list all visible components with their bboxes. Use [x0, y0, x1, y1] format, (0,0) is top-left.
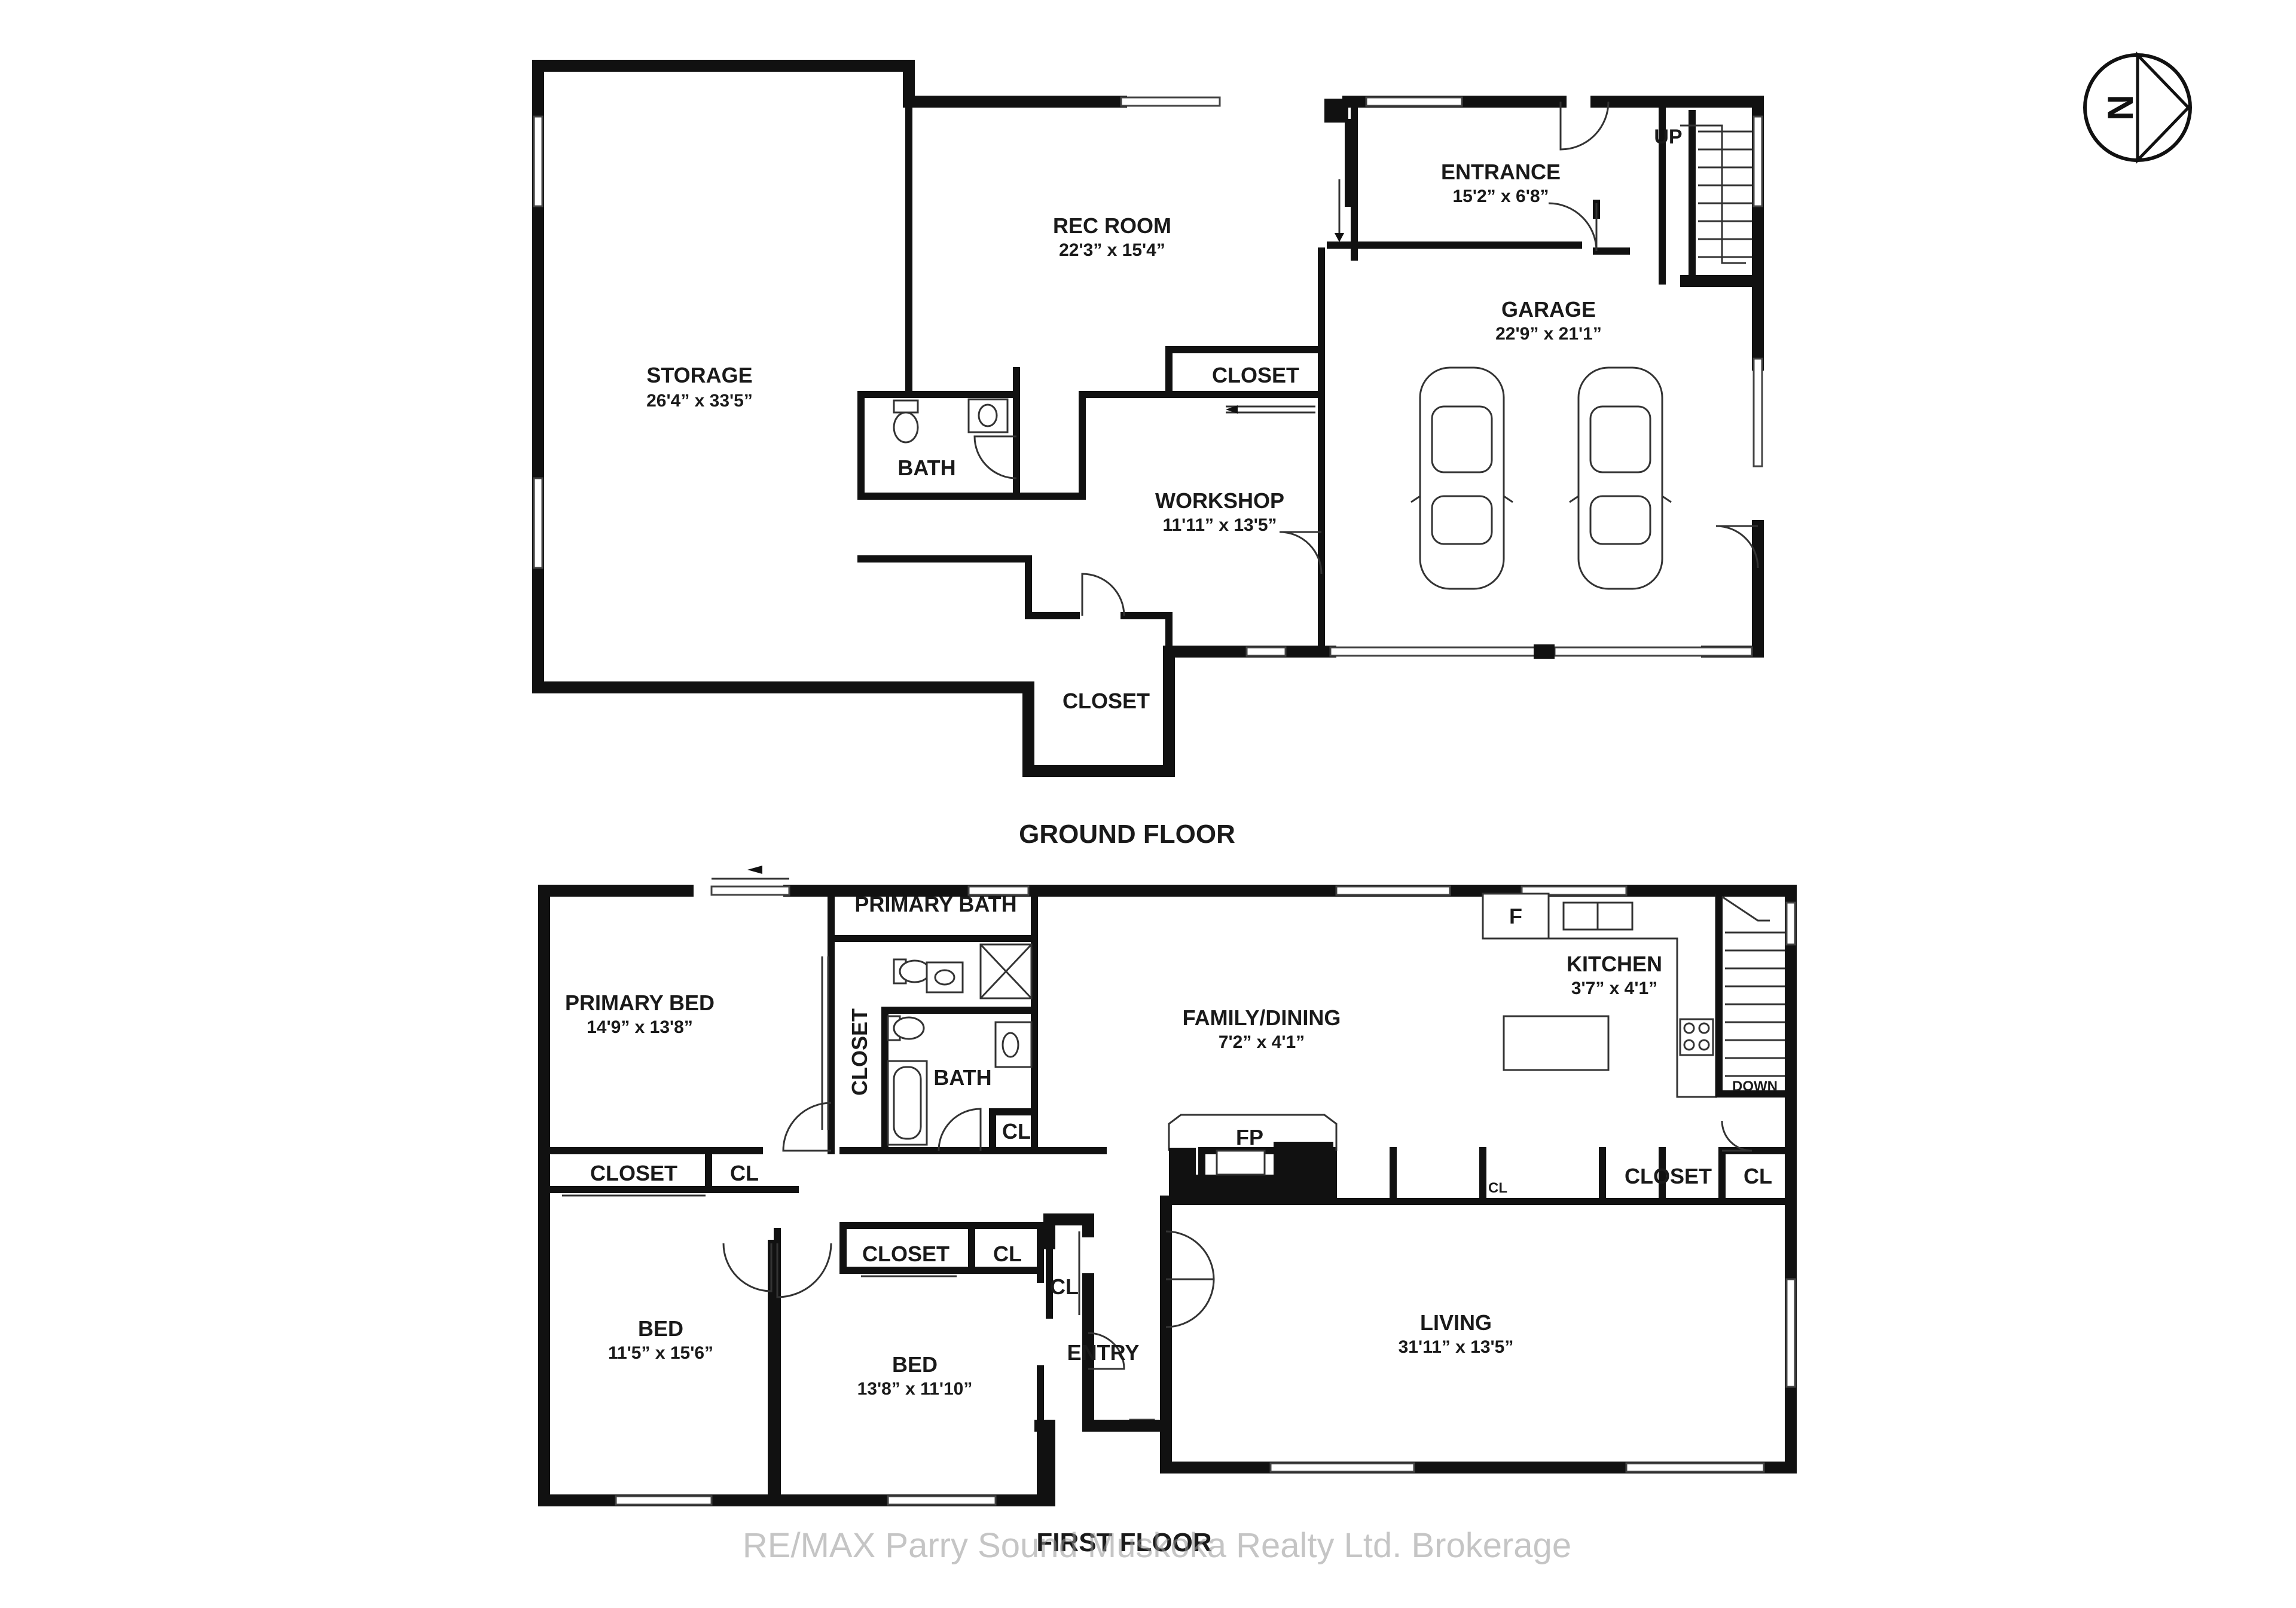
room-name-bed-left: BED — [638, 1316, 683, 1341]
car-icon — [1569, 366, 1672, 590]
room-dim-rec-room: 22'3” x 15'4” — [1059, 240, 1165, 260]
room-dim-workshop: 11'11” x 13'5” — [1162, 515, 1277, 535]
door-swing-icon — [1548, 202, 1598, 252]
room-name-bath-ground: BATH — [897, 456, 955, 480]
door-swing-icon — [1715, 525, 1759, 568]
fireplace-label: FP — [1236, 1125, 1263, 1150]
sink-icon — [926, 961, 964, 993]
watermark: RE/MAX Parry Sound Muskoka Realty Ltd. B… — [743, 1526, 1571, 1565]
room-dim-living: 31'11” x 13'5” — [1399, 1337, 1514, 1357]
stove-icon — [1679, 1018, 1714, 1056]
stairs-up-label: UP — [1654, 126, 1682, 148]
stairs-down-label: DOWN — [1732, 1078, 1778, 1095]
room-dim-kitchen: 3'7” x 4'1” — [1571, 979, 1657, 998]
room-name-garage: GARAGE — [1501, 297, 1596, 322]
north-arrow-icon: N — [2083, 51, 2192, 164]
first-floor-plan: PRIMARY BATH PRIMARY BED 14'9” x 13'8” C… — [538, 866, 1797, 1557]
door-swing-icon — [1165, 1230, 1215, 1280]
compass-letter: N — [2100, 94, 2141, 120]
door-swing-icon — [1559, 101, 1610, 151]
room-name-primary-bed: PRIMARY BED — [565, 991, 715, 1015]
sink-icon — [1562, 901, 1634, 931]
room-name-workshop: WORKSHOP — [1155, 488, 1284, 513]
room-name-closet-mid: CLOSET — [862, 1242, 949, 1266]
car-icon — [1410, 366, 1513, 590]
room-dim-garage: 22'9” x 21'1” — [1495, 324, 1602, 344]
room-name-closet-primary: CLOSET — [847, 1008, 872, 1096]
first-floor-label: FIRST FLOOR — [1036, 1528, 1211, 1557]
room-name-cl-entry: CL — [1050, 1274, 1079, 1299]
door-swing-icon — [1721, 1120, 1752, 1152]
room-name-cl-bath: CL — [1002, 1119, 1031, 1144]
room-name-closet-lower: CLOSET — [1062, 689, 1150, 713]
door-swing-icon — [938, 1108, 982, 1151]
room-name-closet-upper: CLOSET — [1212, 363, 1299, 387]
room-name-living: LIVING — [1420, 1310, 1492, 1335]
room-name-bed-mid: BED — [892, 1352, 938, 1377]
kitchen-counter — [1482, 892, 1717, 1098]
room-dim-bed-mid: 13'8” x 11'10” — [857, 1379, 973, 1399]
bathtub-icon — [887, 1060, 928, 1146]
room-dim-primary-bed: 14'9” x 13'8” — [587, 1017, 693, 1037]
door-swing-icon — [1081, 573, 1125, 616]
stairs-first-icon — [1721, 895, 1785, 1077]
door-swing-icon — [1165, 1278, 1215, 1328]
room-dim-family-dining: 7'2” x 4'1” — [1219, 1032, 1305, 1052]
room-name-closet-left: CLOSET — [590, 1161, 677, 1185]
room-name-rec-room: REC ROOM — [1053, 213, 1171, 238]
room-name-bath-first: BATH — [933, 1065, 991, 1090]
stairs-ground-icon — [1680, 124, 1752, 264]
room-name-cl-family: CL — [1488, 1180, 1507, 1196]
room-name-kitchen: KITCHEN — [1567, 952, 1662, 976]
room-name-entry: ENTRY — [1067, 1340, 1140, 1365]
toilet-icon — [887, 1015, 925, 1041]
fireplace-icon — [1169, 1142, 1333, 1202]
room-dim-storage: 26'4” x 33'5” — [646, 391, 753, 411]
room-name-cl-left: CL — [730, 1161, 759, 1185]
fridge-label: F — [1509, 904, 1522, 928]
shower-icon — [979, 943, 1033, 999]
door-swing-icon — [1088, 1332, 1125, 1370]
room-name-cl-mid: CL — [993, 1242, 1022, 1266]
sink-icon — [967, 398, 1009, 433]
door-swing-icon — [722, 1243, 773, 1292]
room-name-closet-right: CLOSET — [1625, 1164, 1712, 1188]
toilet-icon — [893, 958, 931, 985]
door-swing-icon — [973, 435, 1017, 479]
door-swing-icon — [776, 1243, 832, 1298]
toilet-icon — [893, 399, 919, 444]
room-name-storage: STORAGE — [646, 363, 752, 387]
room-name-family-dining: FAMILY/DINING — [1183, 1005, 1341, 1030]
room-name-cl-right: CL — [1744, 1164, 1772, 1188]
room-name-primary-bath: PRIMARY BATH — [854, 892, 1016, 916]
sink-icon — [994, 1021, 1033, 1068]
room-dim-bed-left: 11'5” x 15'6” — [608, 1343, 713, 1363]
ground-floor-plan: STORAGE 26'4” x 33'5” REC ROOM 22'3” x 1… — [532, 60, 1764, 849]
ground-floor-label: GROUND FLOOR — [1019, 820, 1235, 849]
door-swing-icon — [1279, 531, 1323, 574]
room-name-entrance: ENTRANCE — [1441, 160, 1561, 184]
door-swing-icon — [782, 1102, 832, 1152]
room-dim-entrance: 15'2” x 6'8” — [1452, 187, 1549, 206]
